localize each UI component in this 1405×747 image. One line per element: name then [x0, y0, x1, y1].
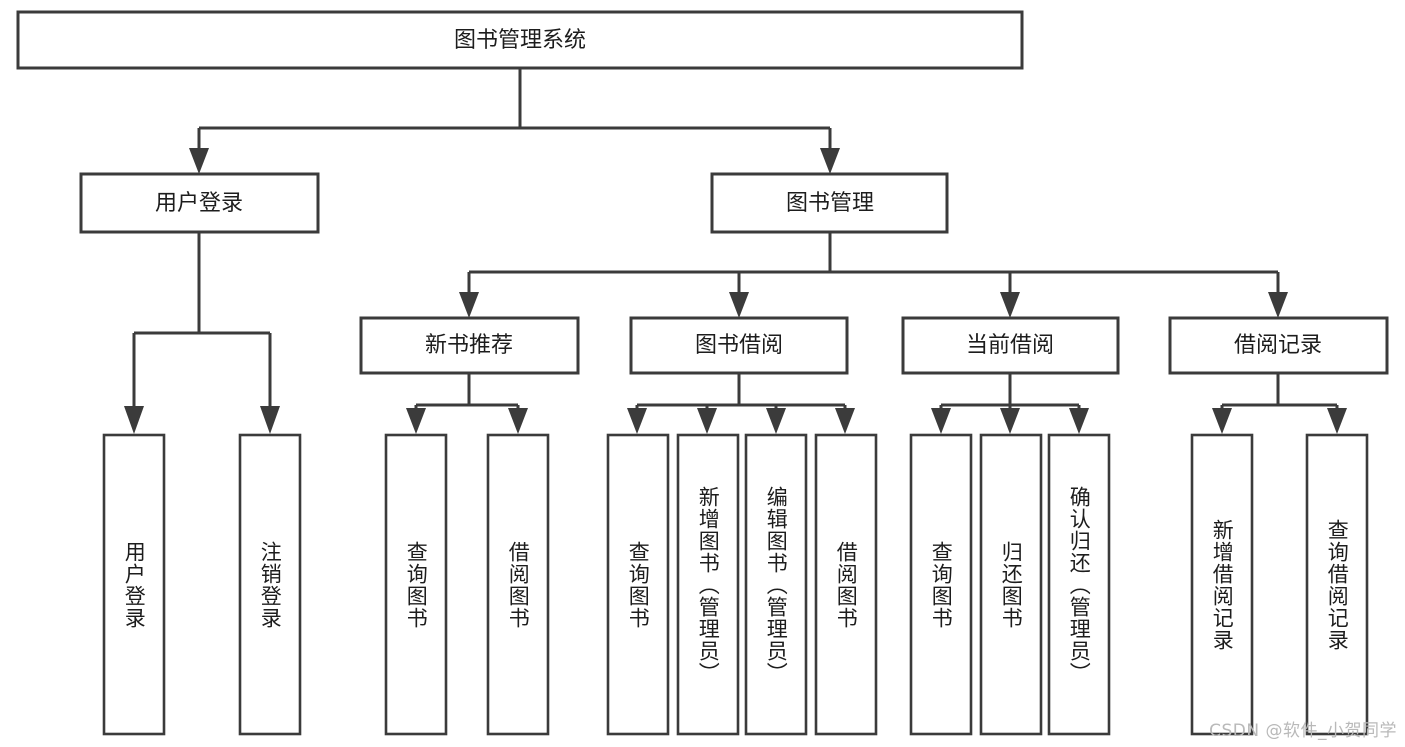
- leaf-box-confirm-return[interactable]: [1047, 433, 1111, 736]
- leaf-box-query-book-2[interactable]: [606, 433, 670, 736]
- arrow-head-leaf-add-book: [697, 408, 717, 434]
- leaf-box-add-record[interactable]: [1190, 433, 1254, 736]
- arrow-head-leaf-return-book: [1000, 408, 1020, 434]
- current-borrow-label: 当前借阅: [966, 333, 1054, 358]
- arrow-head-user-login: [189, 148, 209, 174]
- arrow-head-borrow-record: [1268, 292, 1288, 318]
- connector-borrow-record-to-leaves: [1212, 373, 1347, 434]
- connector-user-login-to-leaves: [124, 232, 280, 434]
- leaf-box-user-logout[interactable]: [238, 433, 302, 736]
- node-current-borrow[interactable]: 当前借阅: [901, 316, 1120, 375]
- arrow-head-leaf-borrow-book-1: [508, 408, 528, 434]
- arrow-head-leaf-add-record: [1212, 408, 1232, 434]
- arrow-head-leaf-user-logout: [260, 406, 280, 434]
- node-borrow-record[interactable]: 借阅记录: [1168, 316, 1389, 375]
- borrow-record-label: 借阅记录: [1234, 333, 1322, 358]
- arrow-head-leaf-query-record: [1327, 408, 1347, 434]
- arrow-head-leaf-edit-book: [766, 408, 786, 434]
- node-book-borrow[interactable]: 图书借阅: [629, 316, 849, 375]
- leaf-box-query-record[interactable]: [1305, 433, 1369, 736]
- leaf-box-user-login[interactable]: [102, 433, 166, 736]
- new-book-recommend-label: 新书推荐: [425, 333, 513, 358]
- node-new-book-recommend[interactable]: 新书推荐: [359, 316, 580, 375]
- root-label: 图书管理系统: [454, 28, 586, 53]
- arrow-head-leaf-query-book-2: [627, 408, 647, 434]
- arrow-head-leaf-query-book-1: [406, 408, 426, 434]
- node-root[interactable]: 图书管理系统: [16, 10, 1024, 70]
- watermark-text: CSDN @软件_小贺同学: [1209, 721, 1397, 741]
- book-borrow-box[interactable]: [629, 316, 849, 375]
- leaf-box-borrow-book-2[interactable]: [814, 433, 878, 736]
- leaf-box-borrow-book-1[interactable]: [486, 433, 550, 736]
- connector-current-borrow-to-leaves: [931, 373, 1089, 434]
- user-login-label: 用户登录: [155, 191, 243, 216]
- arrow-head-leaf-query-book-3: [931, 408, 951, 434]
- book-borrow-label: 图书借阅: [695, 333, 783, 358]
- arrow-head-leaf-borrow-book-2: [835, 408, 855, 434]
- arrow-head-new-book-recommend: [459, 292, 479, 318]
- arrow-head-book-borrow: [729, 292, 749, 318]
- connector-root-to-level2: [189, 68, 840, 174]
- connector-book-management-to-level3: [459, 232, 1288, 318]
- borrow-record-box[interactable]: [1168, 316, 1389, 375]
- arrow-head-leaf-user-login: [124, 406, 144, 434]
- root-box[interactable]: [16, 10, 1024, 70]
- node-user-login[interactable]: 用户登录: [79, 172, 320, 234]
- leaf-box-return-book[interactable]: [979, 433, 1043, 736]
- new-book-recommend-box[interactable]: [359, 316, 580, 375]
- leaf-box-query-book-1[interactable]: [384, 433, 448, 736]
- arrow-head-current-borrow: [1000, 292, 1020, 318]
- book-management-box[interactable]: [710, 172, 949, 234]
- leaf-box-add-book[interactable]: [676, 433, 740, 736]
- leaf-box-edit-book[interactable]: [744, 433, 808, 736]
- book-management-label: 图书管理: [786, 191, 874, 216]
- arrow-head-book-management: [820, 148, 840, 174]
- node-book-management[interactable]: 图书管理: [710, 172, 949, 234]
- arrow-head-leaf-confirm-return: [1069, 408, 1089, 434]
- leaf-box-query-book-3[interactable]: [909, 433, 973, 736]
- current-borrow-box[interactable]: [901, 316, 1120, 375]
- connector-new-book-recommend-to-leaves: [406, 373, 528, 434]
- connector-book-borrow-to-leaves: [627, 373, 855, 434]
